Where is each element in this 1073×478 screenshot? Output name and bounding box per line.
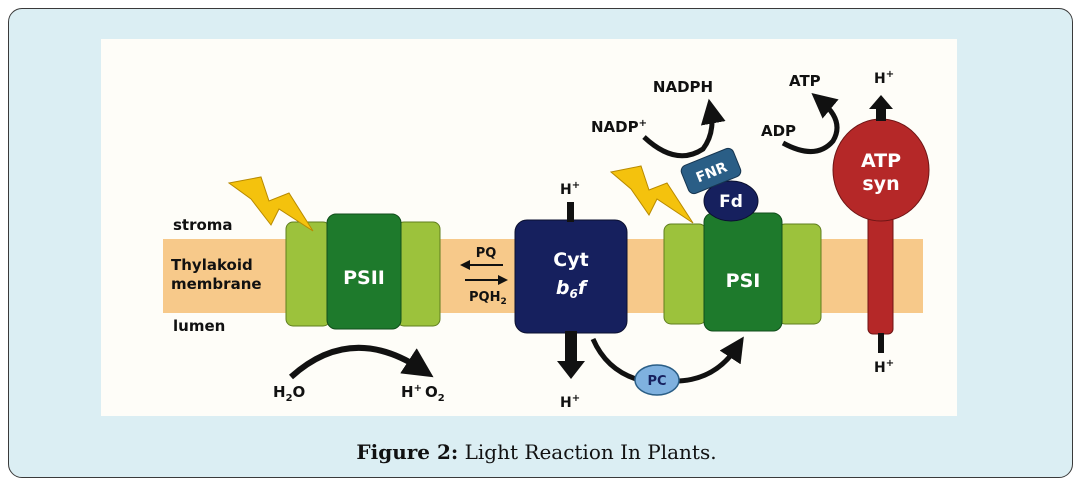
membrane-label-line2: membrane: [171, 275, 262, 293]
atp-hplus-top: H+: [874, 69, 894, 87]
atp-synthase: ATP syn: [832, 118, 930, 335]
membrane-label-line1: Thylakoid: [171, 256, 253, 274]
psi-side-right: [777, 223, 822, 325]
light-bolt-psi-icon: [609, 165, 694, 224]
nadph-label: NADPH: [653, 78, 713, 96]
water-splitting-arrow: [288, 344, 434, 380]
caption-label: Figure 2:: [356, 440, 459, 464]
fnr-box: [680, 147, 742, 195]
fd-label: Fd: [719, 192, 743, 212]
cyt-hplus-top: H+: [560, 180, 580, 198]
atp-syn-label-line2: syn: [862, 173, 899, 195]
pc-label: PC: [647, 374, 666, 389]
pc-electron-arrow: [590, 339, 737, 384]
hplus-o2-label: H+O2: [401, 383, 445, 404]
psi-side-left: [663, 223, 707, 325]
cyt-b6f-complex: Cyt b6f: [514, 219, 628, 334]
cyt-label: Cyt: [553, 249, 588, 271]
psii-side-left: [285, 221, 331, 327]
atp-proton-in-stem: [878, 333, 884, 353]
adp-label: ADP: [761, 122, 796, 140]
psii-core: [326, 213, 402, 330]
pqh2-label: PQH2: [469, 290, 507, 307]
nadp-to-nadph-arrow: [642, 98, 726, 159]
cyt-b6f-label: b6f: [556, 277, 589, 301]
pq-label: PQ: [476, 246, 497, 261]
pc-protein: [634, 364, 680, 396]
fd-protein: [703, 180, 759, 222]
cyt-b6f-core: [514, 219, 628, 334]
light-bolt-psii-icon: [227, 176, 314, 232]
nadp-plus-label: NADP+: [591, 118, 647, 136]
lumen-label: lumen: [173, 317, 225, 335]
atp-syn-label-line1: ATP: [861, 150, 901, 172]
atp-hplus-bottom: H+: [874, 358, 894, 376]
figure-caption: Figure 2: Light Reaction In Plants.: [0, 440, 1073, 464]
cyt-proton-in-stem: [567, 202, 574, 222]
adp-to-atp-arrow: [781, 92, 840, 154]
psii-complex: PSII: [285, 213, 441, 330]
cyt-hplus-bottom: H+: [560, 393, 580, 411]
psi-complex: PSI: [663, 212, 822, 332]
psi-label: PSI: [726, 270, 761, 292]
light-reaction-diagram: stroma Thylakoid membrane lumen PSII PQ …: [101, 39, 957, 416]
psii-side-right: [396, 221, 441, 327]
psii-label: PSII: [343, 267, 385, 289]
cyt-proton-out-arrow: [557, 331, 585, 379]
stroma-label: stroma: [173, 216, 233, 234]
fnr-protein: FNR: [680, 147, 742, 195]
h2o-label: H2O: [273, 383, 305, 404]
caption-text: Light Reaction In Plants.: [458, 440, 717, 464]
atp-label: ATP: [789, 72, 821, 90]
atp-proton-out-arrow: [869, 95, 893, 121]
